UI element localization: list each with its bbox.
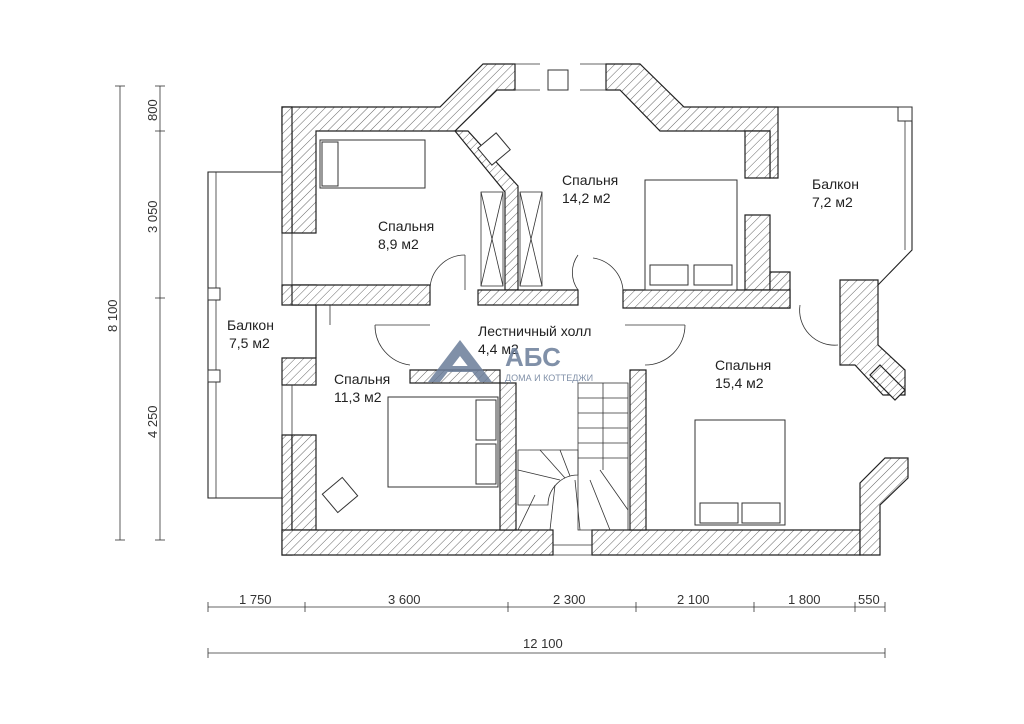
dim-left-3: 4 250: [145, 405, 160, 438]
dim-bottom-1: 1 750: [239, 592, 272, 607]
dimension-bottom: 1 750 3 600 2 300 2 100 1 800 550 12 100: [207, 592, 886, 658]
balcony-left: [207, 171, 282, 499]
room-name-bedroom-c: Спальня: [334, 371, 390, 387]
dim-left-total: 8 100: [105, 299, 120, 332]
dimension-left: 800 3 050 4 250 8 100: [105, 85, 165, 541]
closet: [480, 191, 543, 287]
dim-bottom-4: 2 100: [677, 592, 710, 607]
room-name-hall: Лестничный холл: [478, 323, 591, 339]
door-swings: [329, 254, 839, 366]
staircase: [517, 382, 629, 531]
room-name-bedroom-d: Спальня: [715, 357, 771, 373]
room-name-balcony-right: Балкон: [812, 176, 859, 192]
room-name-balcony-left: Балкон: [227, 317, 274, 333]
logo-mark: АБС: [505, 342, 561, 372]
dim-bottom-3: 2 300: [553, 592, 586, 607]
dim-left-1: 800: [145, 99, 160, 121]
beds: [319, 139, 786, 526]
windows: [281, 63, 606, 556]
balcony-right: [778, 106, 913, 286]
room-area-bedroom-d: 15,4 м2: [715, 375, 764, 391]
dim-bottom-6: 550: [858, 592, 880, 607]
room-area-hall: 4,4 м2: [478, 341, 519, 357]
dim-total: 12 100: [523, 636, 563, 651]
room-area-bedroom-a: 8,9 м2: [378, 236, 419, 252]
dim-bottom-2: 3 600: [388, 592, 421, 607]
room-name-bedroom-b: Спальня: [562, 172, 618, 188]
room-area-bedroom-b: 14,2 м2: [562, 190, 611, 206]
room-labels: Спальня 8,9 м2 Спальня 14,2 м2 Балкон 7,…: [227, 172, 859, 405]
company-logo: АБС ДОМА И КОТТЕДЖИ: [428, 340, 593, 383]
room-area-bedroom-c: 11,3 м2: [334, 389, 382, 405]
dim-left-2: 3 050: [145, 200, 160, 233]
room-area-balcony-left: 7,5 м2: [229, 335, 270, 351]
outer-walls: [281, 63, 909, 556]
logo-triangle-icon: [428, 340, 492, 382]
room-area-balcony-right: 7,2 м2: [812, 194, 853, 210]
logo-tagline: ДОМА И КОТТЕДЖИ: [505, 373, 593, 383]
room-name-bedroom-a: Спальня: [378, 218, 434, 234]
chairs: [321, 132, 511, 514]
dim-bottom-5: 1 800: [788, 592, 821, 607]
